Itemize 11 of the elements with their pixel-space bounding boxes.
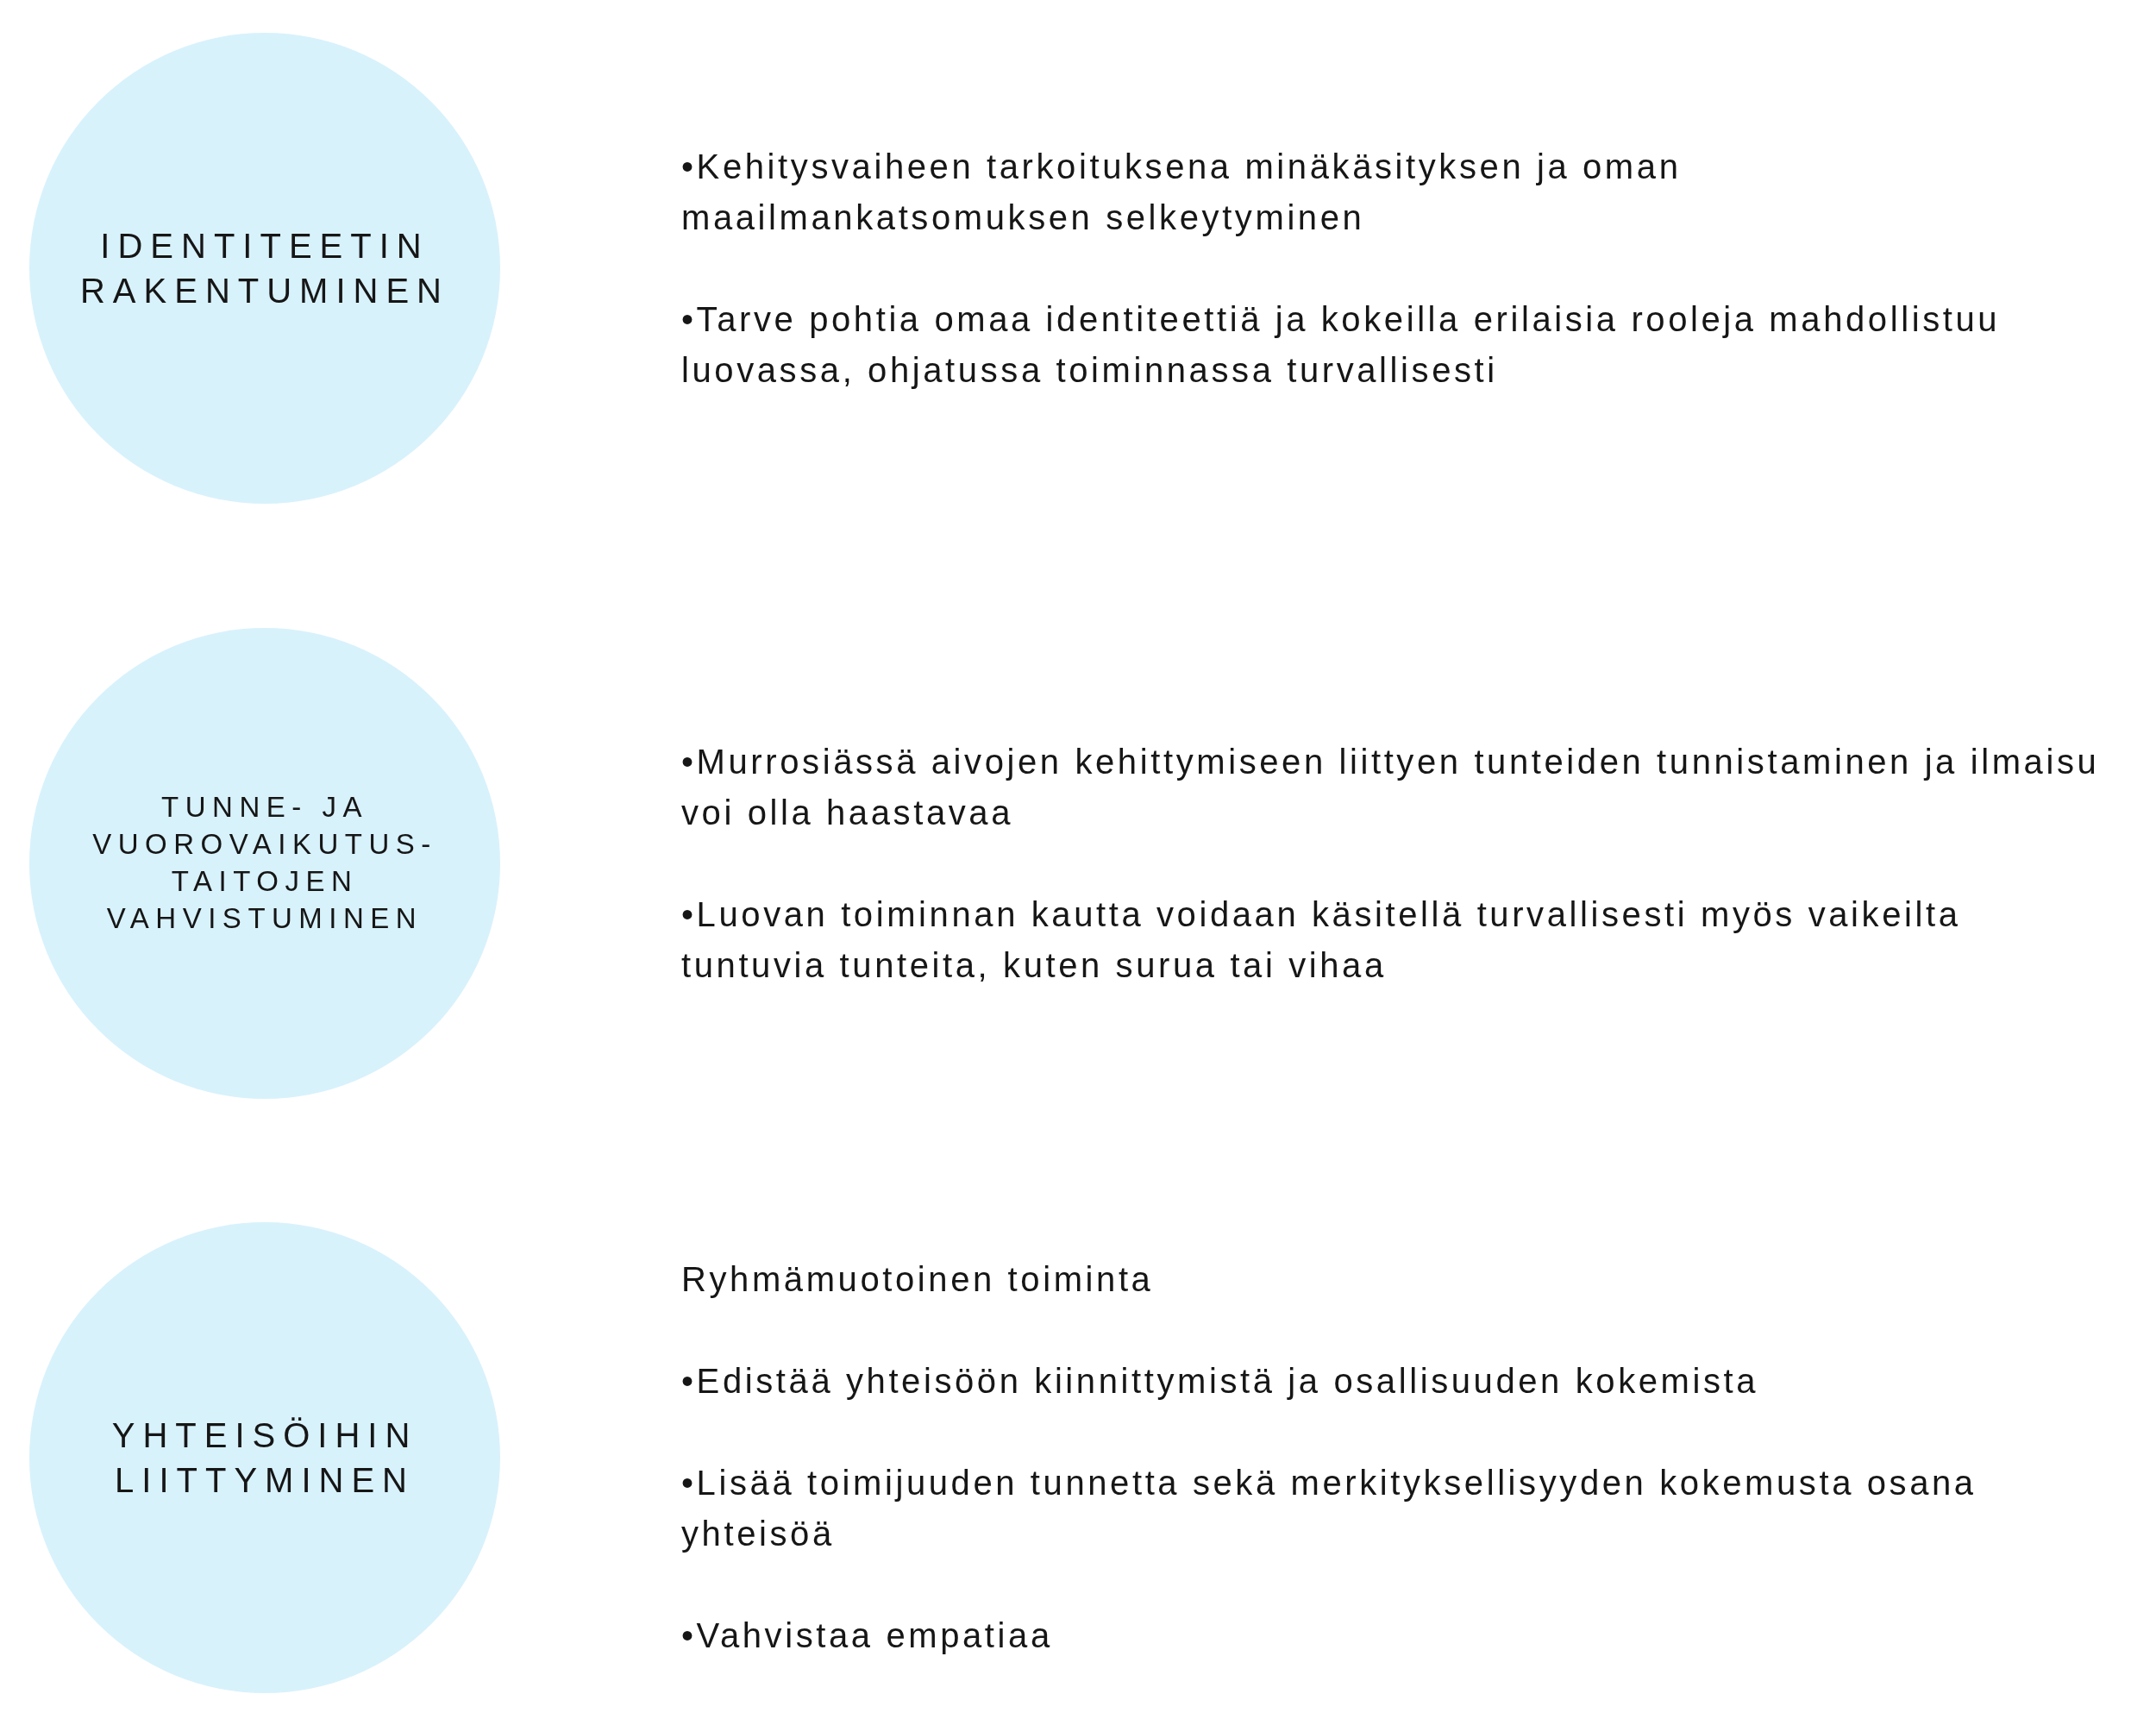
- description-text: •Luovan toiminnan kautta voidaan käsitellä turvallisesti myös vaikeilta tuntuvia tunteita, kuten surua tai vihaa: [681, 894, 1962, 986]
- description-text: •Lisää toimijuuden tunnetta sekä merkityksellisyyden kokemusta osana yhteisöä: [681, 1463, 1977, 1554]
- description-text: Ryhmämuotoinen toiminta: [681, 1259, 1155, 1300]
- description-text: •Kehitysvaiheen tarkoituksena minäkäsityksen ja oman maailmankatsomuksen selkeytyminen: [681, 146, 1683, 238]
- circle-label: IDENTITEETIN RAKENTUMINEN: [79, 226, 450, 311]
- description-text: •Vahvistaa empatiaa: [681, 1615, 1054, 1656]
- description-text: •Tarve pohtia omaa identiteettiä ja kokeilla erilaisia rooleja mahdollistuu luovassa, ohjatussa toiminnassa turvallisesti: [681, 298, 2002, 391]
- description-text: •Edistää yhteisöön kiinnittymistä ja osallisuuden kokemista: [681, 1361, 1760, 1402]
- description-text: •Murrosiässä aivojen kehittymiseen liittyen tunteiden tunnistaminen ja ilmaisu voi olla haastavaa: [681, 741, 2101, 833]
- circle-label: YHTEISÖIHIN LIITTYMINEN: [110, 1415, 419, 1501]
- circle-label: TUNNE- JA VUOROVAIKUTUS- TAITOJEN VAHVISTUMINEN: [91, 790, 438, 936]
